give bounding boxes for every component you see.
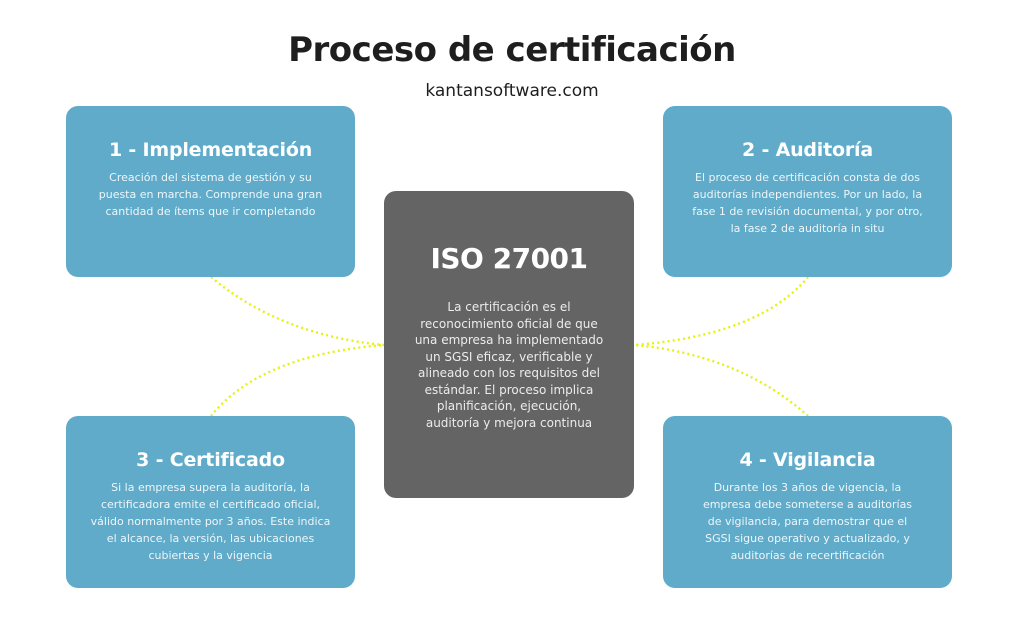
center-card-iso-27001: ISO 27001 La certificación es el reconoc… bbox=[384, 191, 634, 498]
page-title: Proceso de certificación bbox=[288, 30, 736, 70]
connector-step-4 bbox=[634, 343, 809, 417]
page-subtitle-website: kantansoftware.com bbox=[425, 81, 599, 101]
step-card-vigilancia: 4 - Vigilancia Durante los 3 años de vig… bbox=[663, 416, 952, 588]
center-title: ISO 27001 bbox=[430, 242, 588, 275]
connector-step-2 bbox=[634, 276, 809, 347]
connector-step-3 bbox=[210, 343, 385, 417]
step-description: Durante los 3 años de vigencia, la empre… bbox=[702, 481, 913, 562]
step-description: Creación del sistema de gestión y su pue… bbox=[98, 171, 323, 218]
step-card-certificado: 3 - Certificado Si la empresa supera la … bbox=[66, 416, 355, 588]
step-title: 2 - Auditoría bbox=[742, 139, 873, 161]
connector-step-1 bbox=[210, 276, 385, 347]
step-card-auditoria: 2 - Auditoría El proceso de certificació… bbox=[663, 106, 952, 277]
step-title: 4 - Vigilancia bbox=[739, 449, 876, 471]
center-description: La certificación es el reconocimiento of… bbox=[414, 300, 604, 430]
step-description: El proceso de certificación consta de do… bbox=[692, 171, 923, 235]
step-description: Si la empresa supera la auditoría, la ce… bbox=[90, 481, 331, 562]
step-card-implementacion: 1 - Implementación Creación del sistema … bbox=[66, 106, 355, 277]
step-title: 1 - Implementación bbox=[108, 139, 313, 161]
step-title: 3 - Certificado bbox=[136, 449, 285, 471]
